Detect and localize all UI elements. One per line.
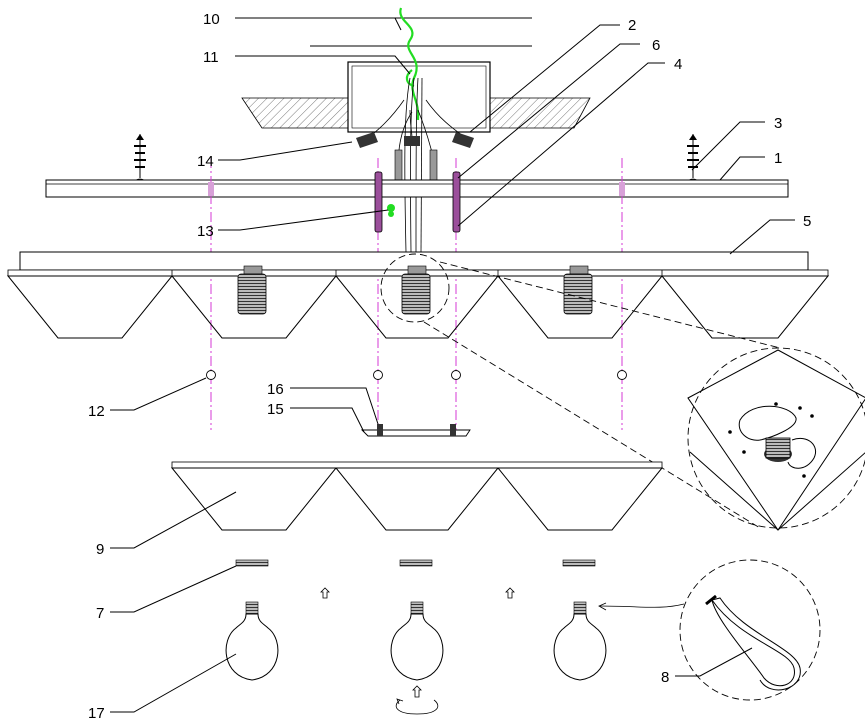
- callout-3: 3: [774, 115, 782, 132]
- callout-5: 5: [803, 213, 811, 230]
- lower-shades: [170, 461, 664, 531]
- callout-13: 13: [197, 223, 214, 240]
- callout-1: 1: [774, 150, 782, 167]
- anchor-right: [687, 134, 699, 186]
- bracket-with-nuts: [360, 424, 471, 437]
- ceiling-lines: [310, 17, 532, 47]
- sockets: [237, 265, 593, 315]
- callout-10: 10: [203, 11, 220, 28]
- ground-wire: [399, 7, 420, 121]
- leader-lines: [110, 17, 795, 713]
- anchor-left: [134, 134, 146, 186]
- callout-11: 11: [203, 49, 219, 66]
- callout-9: 9: [96, 541, 104, 558]
- callout-6: 6: [652, 37, 660, 54]
- shade-rings: [235, 559, 596, 567]
- callout-7: 7: [96, 605, 104, 622]
- clip-detail: [598, 559, 821, 701]
- callout-16: 16: [267, 381, 284, 398]
- callout-labels: 10 11 2 6 4 3 1 14 13 5 12 16 15 9 7 8 1…: [88, 11, 811, 722]
- callout-4: 4: [674, 56, 682, 73]
- callout-2: 2: [628, 17, 636, 34]
- up-arrows: [320, 587, 515, 715]
- ground-screw: [387, 204, 395, 217]
- callout-12: 12: [88, 403, 105, 420]
- bulbs: [225, 601, 607, 681]
- wire-connectors: [356, 132, 474, 148]
- mounting-bar: [45, 179, 789, 198]
- callout-15: 15: [267, 401, 284, 418]
- bulb-right: [553, 601, 607, 681]
- callout-14: 14: [197, 153, 214, 170]
- hole-markers: [206, 370, 627, 380]
- threaded-studs: [208, 171, 625, 233]
- bulb-center: [390, 601, 444, 681]
- callout-17: 17: [88, 705, 105, 722]
- junction-box: [347, 61, 491, 133]
- bulb-left: [225, 601, 279, 681]
- callout-8: 8: [661, 669, 669, 686]
- detail-callout: [380, 253, 865, 531]
